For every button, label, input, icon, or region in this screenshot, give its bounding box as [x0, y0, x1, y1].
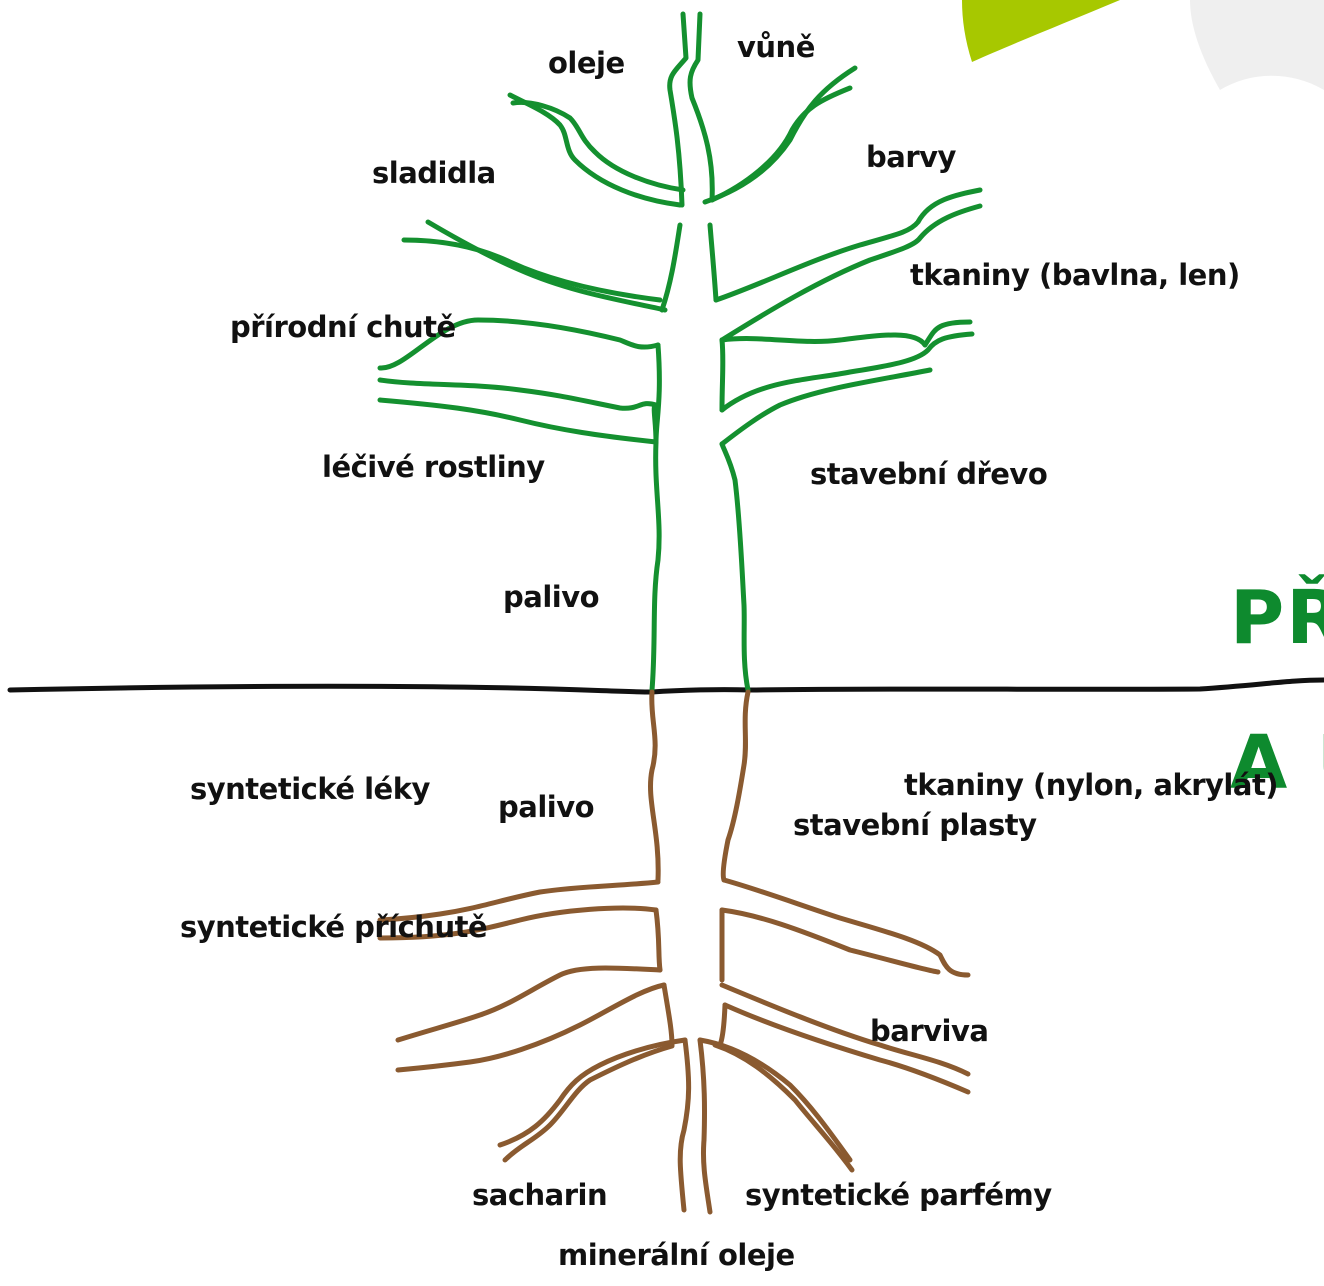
label-stavebni-plasty: stavební plasty [793, 808, 1037, 842]
label-tkaniny-nylon-akrylat: tkaniny (nylon, akrylát) [904, 768, 1278, 802]
label-palivo-above: palivo [503, 580, 599, 614]
ground-line [10, 680, 1324, 692]
label-sladidla: sladidla [372, 156, 496, 190]
label-mineralni-oleje: minerální oleje [558, 1238, 795, 1272]
leaf-accent-shape [962, 0, 1120, 62]
label-sacharin: sacharin [472, 1178, 607, 1212]
label-palivo-below: palivo [498, 790, 594, 824]
label-synteticke-leky: syntetické léky [190, 772, 430, 806]
label-prirodni-chute: přírodní chutě [230, 310, 456, 344]
tree-trunk-and-branches [380, 14, 980, 690]
label-tkaniny-bavlna-len: tkaniny (bavlna, len) [910, 258, 1240, 292]
label-barvy: barvy [866, 140, 956, 174]
label-barviva: barviva [870, 1014, 988, 1048]
label-vune: vůně [737, 30, 815, 64]
label-stavebni-drevo: stavební dřevo [810, 457, 1047, 491]
leaf-shadow-shape [1190, 0, 1324, 90]
title-fragment-1: PŘ [1230, 575, 1324, 661]
label-synteticke-parfemy: syntetické parfémy [745, 1178, 1052, 1212]
label-synteticke-prichute: syntetické příchutě [180, 910, 487, 944]
root-system [380, 692, 968, 1212]
label-lecive-rostliny: léčivé rostliny [322, 450, 545, 484]
label-oleje: oleje [548, 46, 625, 80]
